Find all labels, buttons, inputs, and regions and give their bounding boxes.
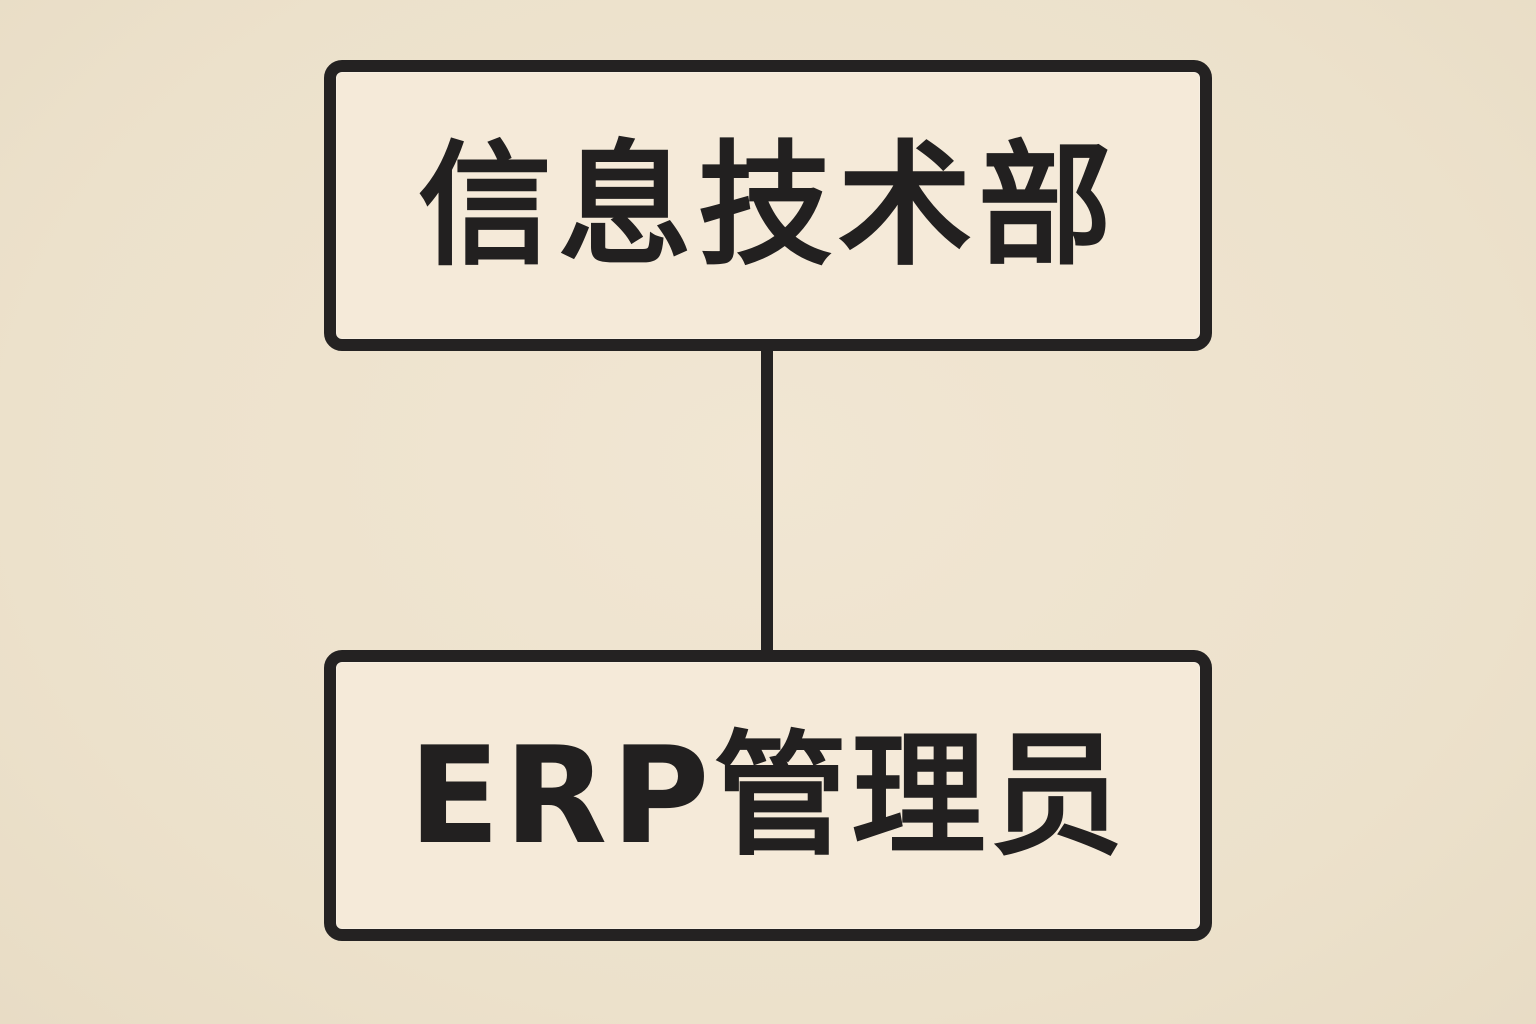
org-node-label: 信息技术部 (417, 127, 1118, 284)
connector-line (761, 345, 773, 655)
org-node-label: ERP管理员 (408, 717, 1128, 874)
org-node-erp-admin: ERP管理员 (324, 650, 1212, 941)
org-node-it-department: 信息技术部 (324, 60, 1212, 351)
